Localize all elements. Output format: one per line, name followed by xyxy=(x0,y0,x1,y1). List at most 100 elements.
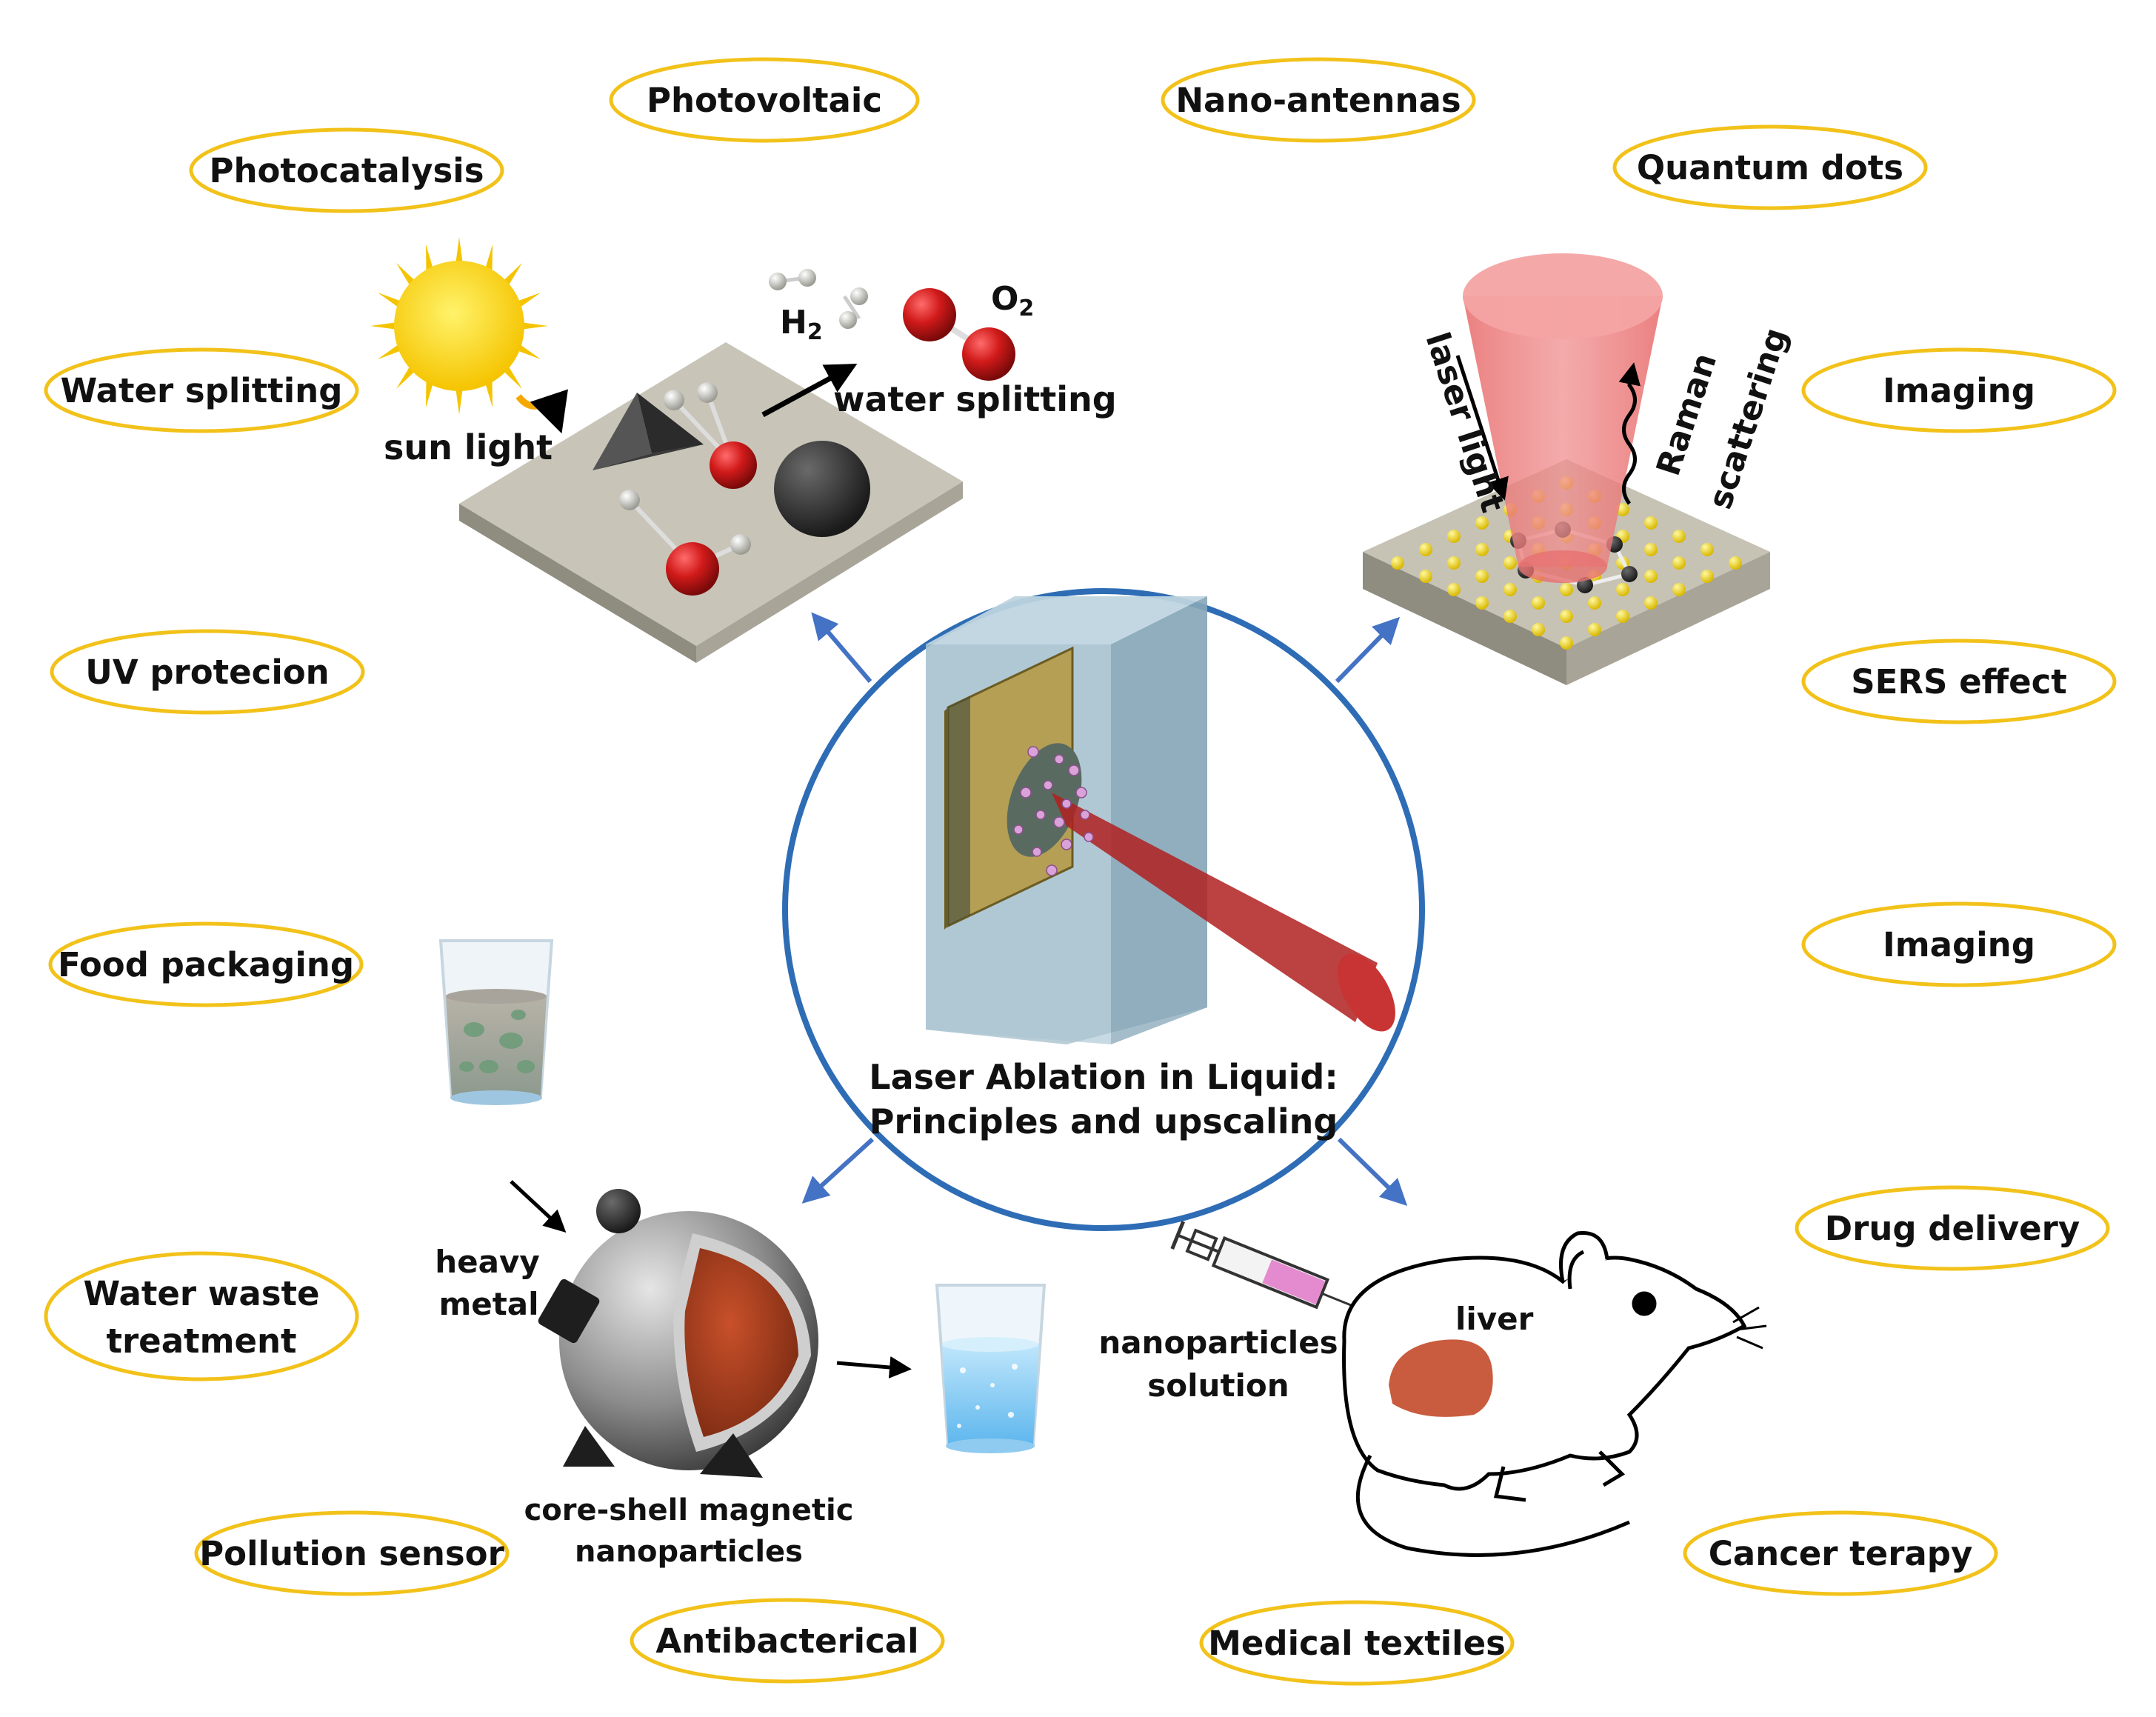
tag-sers-effect-label: SERS effect xyxy=(1851,662,2067,701)
tag-food-packaging-label: Food packaging xyxy=(58,945,354,984)
tag-food-packaging: Food packaging xyxy=(48,921,364,1007)
sun-light-label: sun light xyxy=(384,427,553,467)
gold-np xyxy=(1532,623,1545,636)
tag-photovoltaic-label: Photovoltaic xyxy=(647,81,882,120)
gold-np xyxy=(1503,610,1517,623)
gold-np xyxy=(1447,530,1461,543)
gold-np xyxy=(1419,570,1432,583)
gold-np xyxy=(1672,530,1686,543)
np-solution-label-line2: solution xyxy=(1147,1367,1289,1404)
core-shell-label-line1: core-shell magnetic xyxy=(524,1493,854,1527)
arrow-to-water-treatment xyxy=(801,1137,875,1204)
output-arrow xyxy=(836,1356,912,1378)
tag-water-splitting: Water splitting xyxy=(44,347,359,433)
h-atom xyxy=(839,311,857,329)
gold-np xyxy=(1616,583,1629,596)
tag-drug-delivery-label: Drug delivery xyxy=(1825,1209,2080,1248)
h-atom xyxy=(697,382,718,403)
tag-uv-protection: UV protecion xyxy=(50,629,365,715)
tag-medical-textiles: Medical textiles xyxy=(1199,1600,1515,1686)
liver-label: liver xyxy=(1455,1301,1534,1337)
center-title-line2: Principles and upscaling xyxy=(870,1101,1338,1141)
tag-pollution-sensor-label: Pollution sensor xyxy=(199,1534,504,1573)
o2-label: O2 xyxy=(991,280,1034,321)
gold-np xyxy=(1616,610,1629,623)
gold-np xyxy=(1475,596,1489,610)
tag-photocatalysis: Photocatalysis xyxy=(189,127,504,213)
gold-np xyxy=(1560,610,1573,623)
tag-photovoltaic: Photovoltaic xyxy=(609,57,920,143)
tag-imaging-bottom-label: Imaging xyxy=(1883,925,2035,964)
syringe-icon xyxy=(1170,1221,1384,1320)
tag-water-waste-treatment: Water waste treatment xyxy=(44,1251,359,1381)
gold-np xyxy=(1701,543,1714,556)
raman-label: Raman xyxy=(1649,349,1724,481)
np-solution-label-line1: nanoparticles xyxy=(1098,1324,1338,1361)
target-plate xyxy=(944,646,1082,930)
arrow-to-photocatalysis xyxy=(811,612,872,683)
gold-np xyxy=(1391,556,1404,570)
gold-np xyxy=(1644,596,1658,610)
laser-cone xyxy=(1463,253,1663,583)
gold-np xyxy=(1588,623,1601,636)
tag-water-waste-label-line1: Water waste xyxy=(83,1274,319,1313)
tag-imaging-top-label: Imaging xyxy=(1883,371,2035,410)
core-shell-label-line2: nanoparticles xyxy=(575,1535,803,1569)
o2-molecule xyxy=(903,288,1015,381)
sunlight-arrow xyxy=(515,389,568,434)
water-splitting-label: water splitting xyxy=(833,379,1117,419)
gold-np xyxy=(1672,556,1686,570)
core-shell-nanoparticle xyxy=(538,1189,818,1478)
gold-np xyxy=(1644,543,1658,556)
pyramid-particle xyxy=(593,393,704,470)
tag-water-waste-label-line2: treatment xyxy=(106,1321,296,1361)
gold-np xyxy=(1672,583,1686,596)
h-atom xyxy=(769,273,787,290)
tag-pollution-sensor: Pollution sensor xyxy=(194,1510,510,1596)
gold-np xyxy=(1560,636,1573,650)
gold-np xyxy=(1503,583,1517,596)
h-atom xyxy=(664,390,684,410)
center-laser-ablation: Laser Ablation in Liquid: Principles and… xyxy=(782,588,1425,1231)
mouse-illustration xyxy=(1342,1230,1767,1557)
tag-cancer-therapy: Cancer terapy xyxy=(1683,1510,1998,1596)
gold-np xyxy=(1475,570,1489,583)
center-title-line1: Laser Ablation in Liquid: xyxy=(869,1057,1338,1097)
tag-nano-antennas-label: Nano-antennas xyxy=(1175,81,1461,120)
metal-label: metal xyxy=(438,1286,538,1322)
laser-light-arrow xyxy=(1455,355,1509,501)
gold-np xyxy=(1447,556,1461,570)
biomedical-panel: liver nanoparticles solution xyxy=(1098,1221,1767,1557)
photocatalysis-panel: H2 O2 water splitting sun light xyxy=(370,237,1117,663)
tag-antibacterial-label: Antibacterical xyxy=(655,1621,918,1661)
tag-antibacterial: Antibacterical xyxy=(630,1598,945,1684)
tag-water-splitting-label: Water splitting xyxy=(61,371,343,410)
input-arrow xyxy=(510,1180,567,1233)
tag-uv-protection-label: UV protecion xyxy=(85,653,329,692)
h-atom xyxy=(619,490,640,510)
tag-photocatalysis-label: Photocatalysis xyxy=(209,151,484,190)
dark-sphere-particle xyxy=(774,441,870,537)
gold-np xyxy=(1475,543,1489,556)
scattering-label: scattering xyxy=(1701,324,1795,514)
tag-nano-antennas: Nano-antennas xyxy=(1161,57,1476,143)
sers-panel: laser light Raman scattering xyxy=(1363,253,1795,685)
h-atom xyxy=(850,287,868,305)
arrow-to-sers xyxy=(1335,616,1401,684)
gold-np xyxy=(1447,583,1461,596)
heavy-label: heavy xyxy=(435,1244,539,1280)
liver-shape xyxy=(1389,1339,1493,1417)
gold-np xyxy=(1560,583,1573,596)
dirty-water-glass xyxy=(438,939,554,1105)
sun-icon xyxy=(370,237,548,415)
tag-imaging-bottom: Imaging xyxy=(1801,901,2117,987)
gold-np xyxy=(1701,570,1714,583)
arrow-to-biomedical xyxy=(1337,1137,1408,1207)
gold-np xyxy=(1644,570,1658,583)
o-atom xyxy=(666,542,719,596)
gold-np xyxy=(1419,543,1432,556)
reaction-arrow xyxy=(761,363,858,418)
gold-np xyxy=(1475,516,1489,530)
ablated-nanoparticles xyxy=(1013,746,1094,876)
